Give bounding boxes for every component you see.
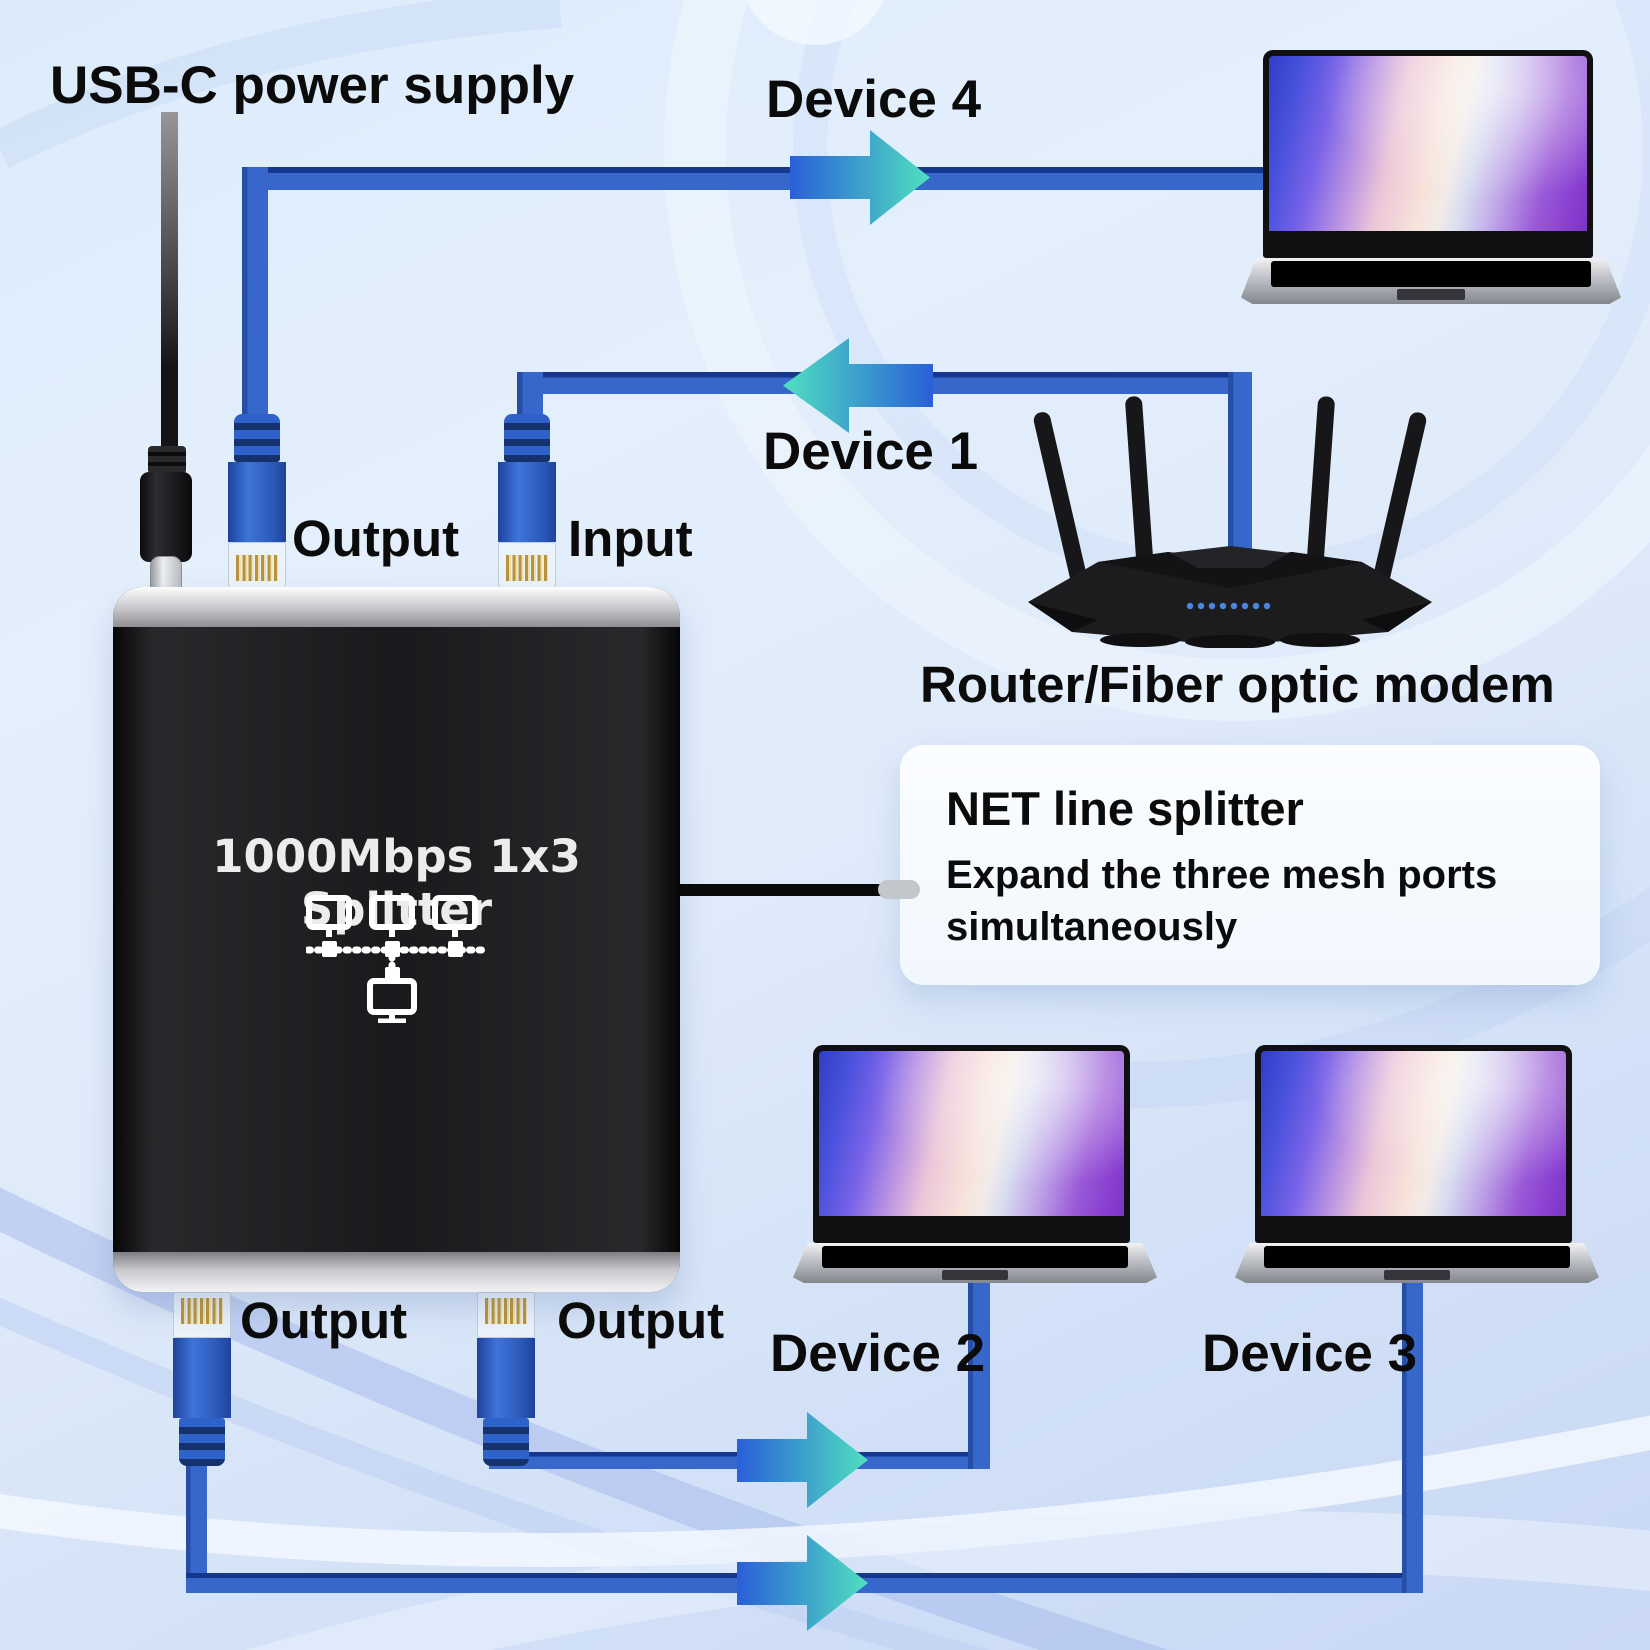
splitter-top-edge: [113, 587, 680, 627]
laptop-device4: DELL: [1241, 44, 1621, 306]
laptop-screen: DELL: [813, 1045, 1130, 1243]
network-topology-icon: [306, 895, 486, 1023]
flow-arrow-right-device2-icon: [737, 1412, 868, 1508]
laptop-base: [1241, 258, 1621, 304]
label-output-bottom-right: Output: [557, 1292, 725, 1349]
ethernet-cable-output1-drop: [186, 1446, 207, 1593]
ethernet-cable-device1-drop-to-input: [517, 372, 543, 422]
laptop-touchpad: [1384, 1270, 1450, 1280]
laptop-brand-logo: DELL: [1389, 1224, 1438, 1240]
callout-pointer-cap: [878, 880, 920, 899]
rj45-gold-pins: [236, 555, 278, 581]
label-usb-c-power-supply: USB-C power supply: [50, 56, 575, 115]
label-device4: Device 4: [766, 70, 982, 129]
laptop-brand-logo: DELL: [1403, 239, 1453, 255]
laptop-base: [793, 1243, 1157, 1283]
label-input-top: Input: [568, 510, 693, 567]
usb-c-plug-head: [140, 472, 192, 562]
rj45-gold-pins: [485, 1298, 527, 1324]
rj45-body: [228, 462, 286, 542]
ethernet-cable-device3-riser: [1402, 1280, 1423, 1593]
rj45-clear-head: [498, 542, 556, 588]
callout-pointer-line: [680, 884, 915, 896]
rj45-gold-pins: [506, 555, 548, 581]
rj45-body: [498, 462, 556, 542]
splitter-device: 1000Mbps 1x3 Splitter: [113, 587, 680, 1292]
laptop-base: [1235, 1243, 1599, 1283]
laptop-touchpad: [942, 1270, 1008, 1280]
rj45-clear-head: [228, 542, 286, 588]
rj45-boot: [504, 414, 550, 462]
label-device1: Device 1: [763, 422, 979, 481]
label-output-top: Output: [292, 510, 460, 567]
laptop-keyboard: [1264, 1245, 1570, 1269]
rj45-connector-output-top: [228, 414, 286, 588]
rj45-clear-head: [477, 1292, 535, 1338]
callout-panel: NET line splitter Expand the three mesh …: [900, 745, 1600, 985]
ethernet-cable-device4-vertical: [242, 167, 268, 423]
laptop-screen: DELL: [1263, 50, 1593, 258]
rj45-body: [477, 1338, 535, 1418]
laptop-device2: DELL: [793, 1038, 1157, 1283]
callout-body-line1: Expand the three mesh ports: [946, 853, 1498, 897]
laptop-touchpad: [1396, 289, 1466, 301]
flow-arrow-right-device3-icon: [737, 1535, 868, 1631]
rj45-gold-pins: [181, 1298, 223, 1324]
label-output-bottom-left: Output: [240, 1292, 408, 1349]
splitter-body: [113, 625, 680, 1254]
flow-arrow-left-device1-icon: [783, 338, 933, 433]
rj45-boot: [234, 414, 280, 462]
rj45-connector-output-bottom-left: [173, 1292, 231, 1466]
laptop-keyboard: [1271, 261, 1591, 287]
laptop-keyboard: [822, 1245, 1128, 1269]
usb-c-strain-relief: [148, 446, 186, 474]
laptop-brand-logo: DELL: [947, 1224, 996, 1240]
label-device3: Device 3: [1202, 1324, 1418, 1383]
ethernet-cable-device2-riser: [968, 1280, 990, 1469]
callout-title: NET line splitter: [946, 782, 1304, 835]
rj45-connector-input-top: [498, 414, 556, 588]
rj45-clear-head: [173, 1292, 231, 1338]
laptop-device3: DELL: [1235, 1038, 1599, 1283]
rj45-body: [173, 1338, 231, 1418]
router-image: [1028, 396, 1432, 648]
ethernet-cable-device4-horizontal: [242, 167, 1266, 190]
flow-arrow-right-device4-icon: [790, 130, 930, 225]
callout-body-line2: simultaneously: [946, 905, 1238, 949]
label-device2: Device 2: [770, 1324, 986, 1383]
rj45-boot: [179, 1418, 225, 1466]
rj45-boot: [483, 1418, 529, 1466]
splitter-face-label: 1000Mbps 1x3 Splitter: [212, 830, 581, 936]
rj45-connector-output-bottom-right: [477, 1292, 535, 1466]
label-router-fiber-modem: Router/Fiber optic modem: [920, 656, 1555, 713]
splitter-bottom-edge: [113, 1252, 680, 1292]
laptop-screen: DELL: [1255, 1045, 1572, 1243]
usb-c-power-cable: [161, 112, 178, 454]
